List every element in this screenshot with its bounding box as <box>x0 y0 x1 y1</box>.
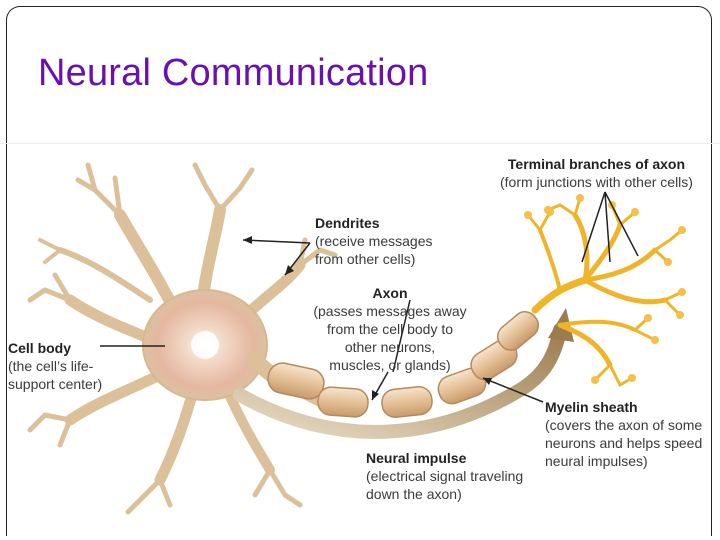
axon-title: Axon <box>372 285 408 301</box>
terminal-buttons <box>524 194 686 384</box>
label-neural-impulse: Neural impulse (electrical signal travel… <box>366 449 523 503</box>
neural-impulse-desc-1: (electrical signal traveling <box>366 468 524 484</box>
terminal-branches <box>526 196 684 387</box>
label-axon: Axon (passes messages away from the cell… <box>305 284 475 374</box>
cell-body <box>142 289 268 401</box>
myelin-sheath-title: Myelin sheath <box>545 399 638 415</box>
cell-body-desc-2: support center) <box>8 376 103 392</box>
neural-impulse-title: Neural impulse <box>366 450 467 466</box>
axon-desc-4: muscles, or glands) <box>329 357 451 373</box>
label-myelin-sheath: Myelin sheath (covers the axon of some n… <box>545 398 702 470</box>
cell-body-desc-1: (the cell’s life- <box>8 358 94 374</box>
impulse-arrow <box>233 323 567 439</box>
dendrites-desc-2: from other cells) <box>315 251 416 267</box>
myelin-sheath-desc-2: neurons and helps speed <box>545 435 703 451</box>
cell-body-title: Cell body <box>8 340 72 356</box>
myelin-sheath <box>267 311 540 418</box>
slide-title: Neural Communication <box>38 52 429 94</box>
neural-impulse-desc-2: down the axon) <box>366 486 462 502</box>
label-dendrites: Dendrites (receive messages from other c… <box>315 214 433 268</box>
axon-desc-1: (passes messages away <box>313 303 467 319</box>
terminal-branches-desc: (form junctions with other cells) <box>500 174 693 190</box>
terminal-branches-title: Terminal branches of axon <box>507 156 686 172</box>
axon-desc-2: from the cell body to <box>326 321 454 337</box>
dendrites-desc-1: (receive messages <box>315 233 433 249</box>
myelin-sheath-desc-3: neural impulses) <box>545 453 648 469</box>
leader-arrowheads <box>243 236 492 400</box>
dendrites-title: Dendrites <box>315 215 380 231</box>
slide-frame <box>6 6 712 536</box>
myelin-sheath-desc-1: (covers the axon of some <box>545 417 703 433</box>
axon-desc-3: other neurons, <box>344 339 436 355</box>
label-cell-body: Cell body (the cell’s life- support cent… <box>8 339 102 393</box>
label-terminal-branches: Terminal branches of axon (form junction… <box>500 155 693 191</box>
